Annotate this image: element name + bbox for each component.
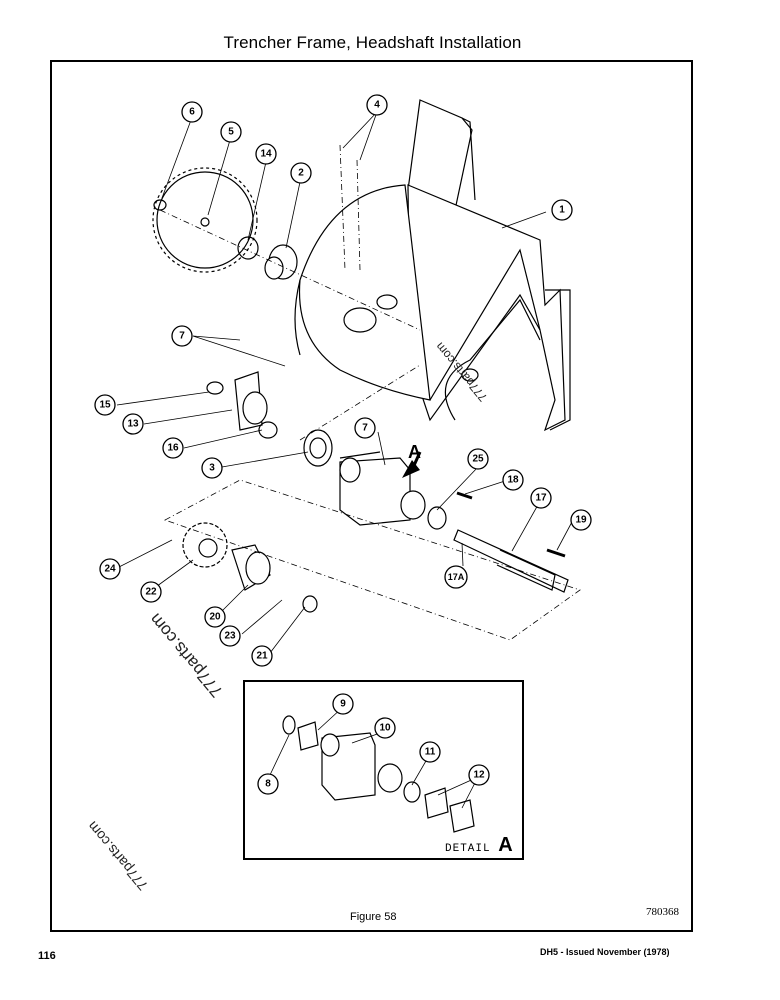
svg-text:8: 8 bbox=[265, 779, 271, 790]
callout-25: 25 bbox=[467, 448, 489, 470]
callout-20: 20 bbox=[204, 606, 226, 628]
svg-text:16: 16 bbox=[167, 443, 179, 454]
detail-a-box bbox=[243, 680, 524, 860]
detail-caption-letter: A bbox=[498, 834, 514, 856]
svg-text:17A: 17A bbox=[448, 572, 465, 582]
svg-text:19: 19 bbox=[575, 515, 587, 526]
callout-13: 13 bbox=[122, 413, 144, 435]
drawing-number: 780368 bbox=[646, 906, 679, 918]
svg-text:1: 1 bbox=[559, 205, 565, 216]
callout-9: 9 bbox=[332, 693, 354, 715]
trencher-frame-part bbox=[294, 99, 571, 432]
svg-text:4: 4 bbox=[374, 100, 380, 111]
svg-text:12: 12 bbox=[473, 770, 485, 781]
svg-text:6: 6 bbox=[189, 107, 195, 118]
svg-text:A: A bbox=[408, 442, 421, 462]
svg-text:7: 7 bbox=[179, 331, 185, 342]
callout-2: 2 bbox=[290, 162, 312, 184]
callout-3: 3 bbox=[201, 457, 223, 479]
callout-7a: 7 bbox=[171, 325, 193, 347]
callout-6: 6 bbox=[181, 101, 203, 123]
svg-text:11: 11 bbox=[425, 747, 436, 758]
page-number: 116 bbox=[38, 950, 56, 962]
svg-text:9: 9 bbox=[340, 699, 346, 710]
shaft-part bbox=[453, 529, 569, 593]
page-title: Trencher Frame, Headshaft Installation bbox=[223, 33, 522, 52]
svg-text:18: 18 bbox=[507, 475, 519, 486]
svg-text:5: 5 bbox=[228, 127, 234, 138]
callout-18: 18 bbox=[502, 469, 524, 491]
callout-22: 22 bbox=[140, 581, 162, 603]
detail-a-caption: DETAIL A bbox=[445, 834, 514, 857]
callout-15: 15 bbox=[94, 394, 116, 416]
svg-text:24: 24 bbox=[104, 564, 116, 575]
svg-text:3: 3 bbox=[209, 463, 215, 474]
svg-text:17: 17 bbox=[535, 493, 547, 504]
callout-23: 23 bbox=[219, 625, 241, 647]
detail-caption-text: DETAIL bbox=[445, 843, 491, 855]
reference-lines bbox=[159, 144, 581, 641]
svg-text:23: 23 bbox=[224, 631, 236, 642]
callout-17a: 17A bbox=[444, 565, 468, 589]
hub-20-part bbox=[231, 544, 271, 591]
callout-5: 5 bbox=[220, 121, 242, 143]
callout-11: 11 bbox=[419, 741, 441, 763]
svg-text:15: 15 bbox=[99, 400, 111, 411]
callout-24: 24 bbox=[99, 558, 121, 580]
sprocket-small-part bbox=[182, 522, 228, 568]
svg-text:25: 25 bbox=[472, 454, 484, 465]
svg-text:21: 21 bbox=[256, 651, 268, 662]
svg-text:7: 7 bbox=[362, 423, 368, 434]
callout-8: 8 bbox=[257, 773, 279, 795]
issue-text: DH5 - Issued November (1978) bbox=[540, 947, 670, 957]
svg-text:22: 22 bbox=[145, 587, 157, 598]
section-arrow: A bbox=[402, 442, 422, 478]
figure-frame bbox=[50, 60, 693, 932]
bearing-3-part bbox=[303, 429, 333, 467]
leader-lines bbox=[116, 111, 574, 654]
bearing-part bbox=[264, 244, 298, 280]
detail-a-drawing bbox=[269, 706, 479, 833]
callout-19: 19 bbox=[570, 509, 592, 531]
svg-text:2: 2 bbox=[298, 168, 304, 179]
callout-14: 14 bbox=[255, 143, 277, 165]
retaining-ring-part bbox=[237, 236, 259, 260]
svg-text:14: 14 bbox=[260, 149, 272, 160]
ring-21-part bbox=[302, 595, 318, 613]
svg-text:13: 13 bbox=[127, 419, 139, 430]
hub-part bbox=[206, 371, 278, 439]
svg-text:20: 20 bbox=[209, 612, 221, 623]
svg-text:10: 10 bbox=[379, 723, 391, 734]
callout-10: 10 bbox=[374, 717, 396, 739]
callout-1: 1 bbox=[551, 199, 573, 221]
headshaft-housing-part bbox=[339, 451, 447, 530]
figure-label: Figure 58 bbox=[350, 911, 397, 923]
callout-4: 4 bbox=[366, 94, 388, 116]
callout-21: 21 bbox=[251, 645, 273, 667]
callout-7b: 7 bbox=[354, 417, 376, 439]
callout-12: 12 bbox=[468, 764, 490, 786]
callout-17: 17 bbox=[530, 487, 552, 509]
callout-16: 16 bbox=[162, 437, 184, 459]
